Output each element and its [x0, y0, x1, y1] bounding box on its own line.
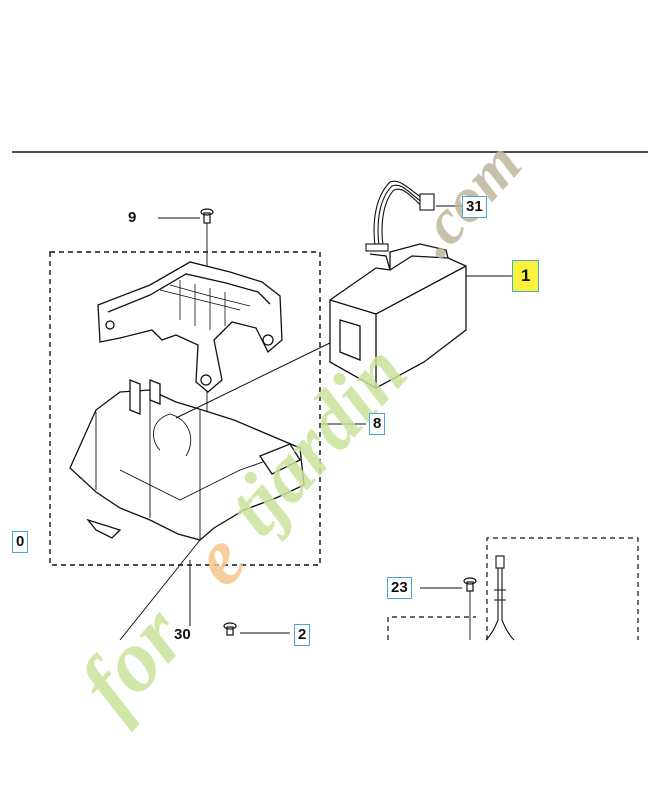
battery-pack-drawing [329, 243, 467, 389]
side-cable-drawing [485, 555, 515, 641]
screw-2-drawing [223, 622, 237, 636]
tray-drawing [69, 379, 305, 541]
side-dashed-frame-2 [387, 616, 476, 640]
battery-to-base-leader [175, 339, 337, 419]
cable-31-drawing [365, 180, 435, 252]
leader-30 [119, 539, 201, 641]
callout-2: 2 [294, 624, 311, 646]
callout-8: 8 [369, 413, 386, 435]
screw-23-drawing [463, 577, 477, 640]
bracket-drawing [97, 261, 283, 393]
callout-23: 23 [387, 577, 412, 599]
assembly-dashed-frame [49, 251, 321, 566]
callout-30: 30 [174, 626, 191, 643]
callout-1: 1 [512, 260, 540, 292]
callout-9: 9 [128, 209, 137, 226]
callout-0: 0 [12, 531, 29, 553]
callout-31: 31 [462, 196, 487, 218]
side-dashed-frame [486, 537, 639, 640]
